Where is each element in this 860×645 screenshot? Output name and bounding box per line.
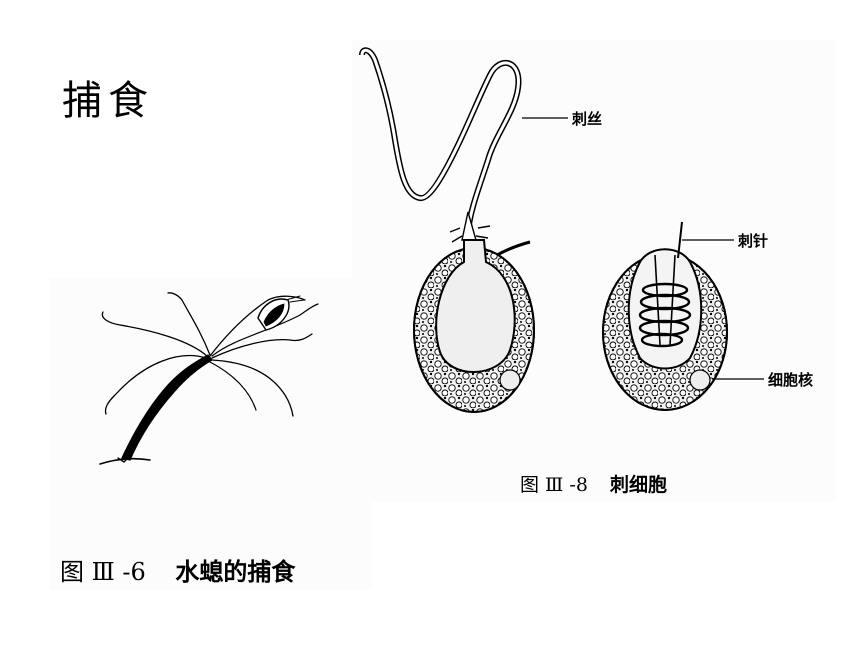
label-leaders — [522, 117, 764, 380]
page-title: 捕食 — [62, 78, 154, 124]
hydra-illustration — [99, 292, 319, 465]
resting-cnidocyte-illustration — [602, 221, 728, 411]
figure-right-caption: 图 Ⅲ -8 刺细胞 — [520, 470, 667, 497]
figure-right-caption-text: 刺细胞 — [609, 474, 667, 496]
discharged-cnidocyte-illustration — [359, 47, 535, 413]
needle-label: 刺针 — [738, 232, 769, 250]
figure-left-caption-number: 图 Ⅲ -6 — [60, 558, 146, 586]
figure-left-caption: 图 Ⅲ -6 水螅的捕食 — [60, 552, 295, 587]
thread-label: 刺丝 — [572, 110, 603, 128]
figure-right-caption-number: 图 Ⅲ -8 — [520, 474, 588, 496]
hydra-figure-panel — [50, 278, 372, 590]
prey-icon — [257, 295, 305, 331]
figure-left-caption-text: 水螅的捕食 — [175, 557, 296, 586]
nucleus-label: 细胞核 — [768, 371, 814, 389]
